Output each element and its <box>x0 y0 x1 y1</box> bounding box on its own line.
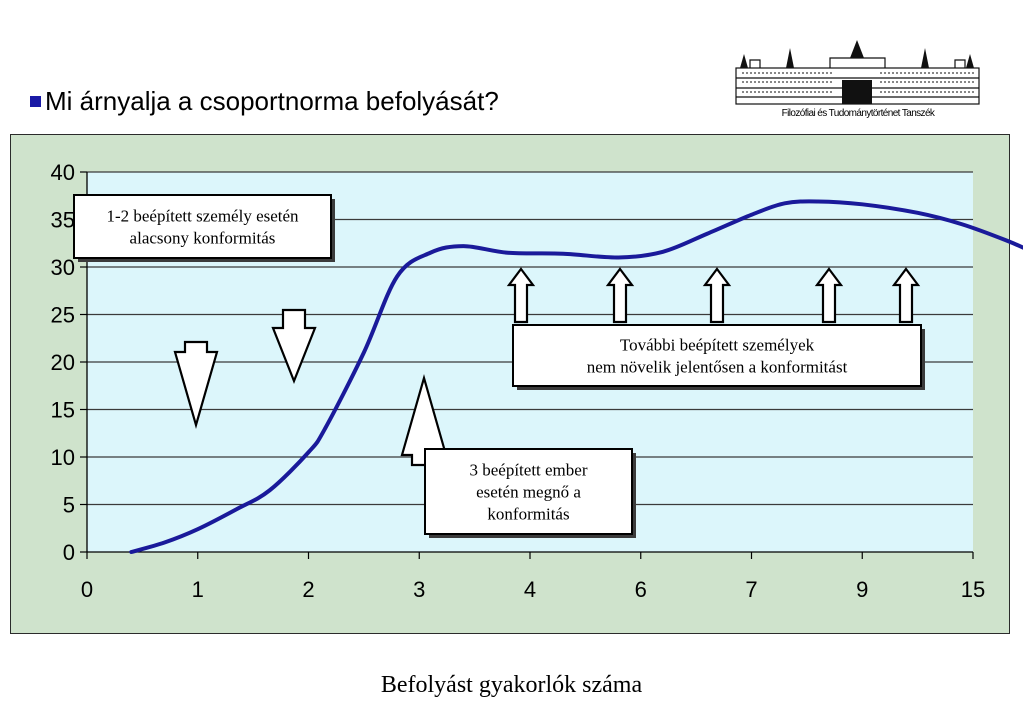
y-tick-label: 5 <box>63 493 75 518</box>
series-line <box>129 199 1023 554</box>
up-arrow-icon <box>506 267 536 324</box>
callout-text: nem növelik jelentősen a konformitást <box>587 358 848 377</box>
down-arrow-icon <box>271 308 317 384</box>
y-tick-label: 40 <box>51 160 75 185</box>
callout-box <box>512 324 922 387</box>
up-arrow-icon <box>702 267 732 324</box>
x-tick-label: 9 <box>856 577 868 602</box>
x-tick-label: 3 <box>413 577 425 602</box>
slide-title-text: Mi árnyalja a csoportnorma befolyását? <box>45 86 499 116</box>
x-tick-label: 2 <box>302 577 314 602</box>
x-tick-label: 4 <box>524 577 536 602</box>
up-arrow-icon <box>605 267 635 324</box>
x-tick-label: 6 <box>635 577 647 602</box>
x-axis-label: Befolyást gyakorlók száma <box>380 672 643 698</box>
y-tick-label: 20 <box>51 350 75 375</box>
annotation-callout: További beépített személyek nem növelik j… <box>512 324 925 390</box>
y-tick-label: 15 <box>51 398 75 423</box>
y-tick-label: 25 <box>51 303 75 328</box>
callout-box <box>424 448 633 535</box>
x-tick-label: 15 <box>961 577 985 602</box>
up-arrow-icon <box>891 267 921 324</box>
callout-text: alacsony konformitás <box>130 229 276 248</box>
x-tick-label: 0 <box>81 577 93 602</box>
x-tick-label: 7 <box>745 577 757 602</box>
callout-text: konformitás <box>487 505 569 524</box>
callout-text: 3 beépített ember <box>469 461 587 480</box>
callout-text: 1-2 beépített személy esetén <box>106 207 299 226</box>
up-arrow-icon <box>814 267 844 324</box>
x-tick-label: 1 <box>192 577 204 602</box>
university-building-logo <box>735 40 980 105</box>
slide-title: Mi árnyalja a csoportnorma befolyását? <box>30 86 499 117</box>
down-arrow-icon <box>173 340 219 429</box>
y-tick-label: 0 <box>63 540 75 565</box>
annotation-callout: 1-2 beépített személy esetén alacsony kon… <box>73 194 335 262</box>
callout-text: esetén megnő a <box>476 483 581 502</box>
logo-caption: Filozófiai és Tudománytörténet Tanszék <box>781 108 935 119</box>
y-tick-label: 30 <box>51 255 75 280</box>
y-tick-label: 35 <box>51 208 75 233</box>
callout-text: További beépített személyek <box>620 336 815 355</box>
y-tick-label: 10 <box>51 445 75 470</box>
bullet-square-icon <box>30 96 41 107</box>
annotation-callout: 3 beépített ember esetén megnő a konformit… <box>424 448 636 538</box>
callout-box <box>73 194 332 259</box>
